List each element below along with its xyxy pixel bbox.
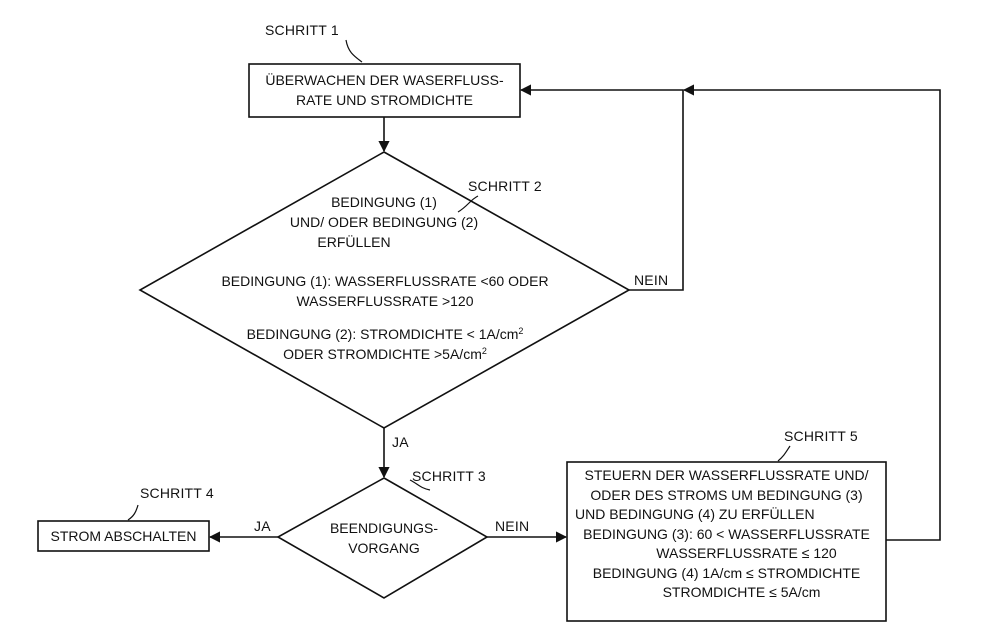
step1-line1: ÜBERWACHEN DER WASERFLUSS-: [249, 70, 520, 90]
step4-label: SCHRITT 4: [140, 485, 214, 501]
step3-no-label: NEIN: [495, 518, 529, 534]
step2-condition1: BEDINGUNG (1): WASSERFLUSSRATE <60 ODER …: [200, 271, 570, 311]
superscript-2: 2: [518, 326, 523, 336]
step2-question-line2: UND/ ODER BEDINGUNG (2): [284, 212, 484, 232]
step2-condition2-line2-text: ODER STROMDICHTE >5A/cm: [283, 346, 482, 362]
step5-line2: ODER DES STROMS UM BEDINGUNG (3): [567, 486, 886, 506]
step3-label: SCHRITT 3: [412, 468, 486, 484]
step4-label-leader: [128, 505, 138, 520]
superscript-2: 2: [482, 346, 487, 356]
step2-no-label: NEIN: [634, 272, 668, 288]
step1-text: ÜBERWACHEN DER WASERFLUSS- RATE UND STRO…: [249, 70, 520, 110]
step5-line4: BEDINGUNG (3): 60 < WASSERFLUSSRATE: [567, 525, 886, 545]
step2-condition2-line2: ODER STROMDICHTE >5A/cm2: [220, 344, 550, 364]
step3-yes-label: JA: [254, 518, 271, 534]
step4-text: STROM ABSCHALTEN: [38, 526, 209, 546]
step2-condition2-line1-text: BEDINGUNG (2): STROMDICHTE < 1A/cm: [247, 326, 519, 342]
step5-line1: STEUERN DER WASSERFLUSSRATE UND/: [567, 466, 886, 486]
step2-question-line1: BEDINGUNG (1): [284, 192, 484, 212]
step5-label-leader: [778, 446, 790, 461]
step1-label: SCHRITT 1: [265, 22, 339, 38]
step2-yes-label: JA: [392, 434, 409, 450]
step2-condition2-line1: BEDINGUNG (2): STROMDICHTE < 1A/cm2: [220, 324, 550, 344]
step3-line1: BEENDIGUNGS-: [300, 518, 468, 538]
step2-condition1-line2: WASSERFLUSSRATE >120: [200, 291, 570, 311]
step1-line2: RATE UND STROMDICHTE: [249, 90, 520, 110]
step5-text: STEUERN DER WASSERFLUSSRATE UND/ ODER DE…: [567, 466, 886, 603]
step5-line5: WASSERFLUSSRATE ≤ 120: [567, 544, 886, 564]
step5-line7: STROMDICHTE ≤ 5A/cm: [567, 583, 886, 603]
step2-question-line3: ERFÜLLEN: [284, 232, 484, 252]
step1-label-leader: [346, 40, 362, 62]
step3-line2: VORGANG: [300, 538, 468, 558]
step2-condition2: BEDINGUNG (2): STROMDICHTE < 1A/cm2 ODER…: [220, 324, 550, 364]
step5-line6: BEDINGUNG (4) 1A/cm ≤ STROMDICHTE: [567, 564, 886, 584]
step5-line3: UND BEDINGUNG (4) ZU ERFÜLLEN: [567, 505, 886, 525]
step2-condition1-line1: BEDINGUNG (1): WASSERFLUSSRATE <60 ODER: [200, 271, 570, 291]
step3-text: BEENDIGUNGS- VORGANG: [300, 518, 468, 558]
arrow-step2-no-loop: [521, 90, 683, 290]
step5-label: SCHRITT 5: [784, 428, 858, 444]
step2-question: BEDINGUNG (1) UND/ ODER BEDINGUNG (2) ER…: [284, 192, 484, 252]
